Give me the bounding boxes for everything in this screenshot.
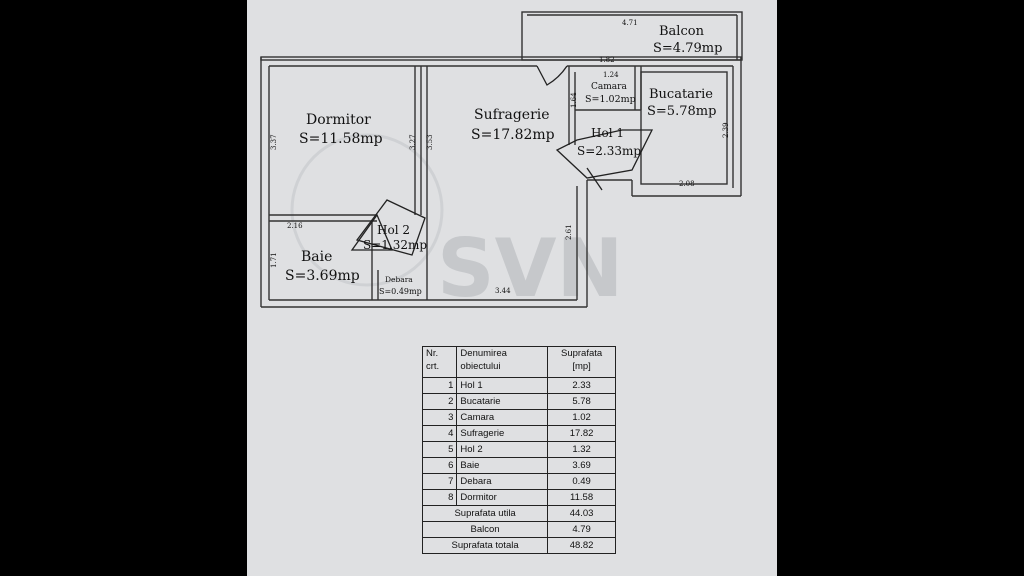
room-bucatarie-name: Bucatarie bbox=[649, 87, 713, 102]
room-debara-area: S=0.49mp bbox=[379, 287, 422, 296]
dim-sufragerie-left: 3.53 bbox=[426, 134, 434, 150]
row-name: Hol 2 bbox=[456, 441, 549, 458]
row-value: 1.02 bbox=[547, 409, 616, 426]
row-name: Baie bbox=[456, 457, 549, 474]
row-nr: 5 bbox=[421, 441, 458, 458]
total-value: 48.82 bbox=[547, 537, 616, 554]
watermark-circle bbox=[290, 133, 444, 287]
floor-plan-drawing: SVN bbox=[260, 11, 743, 315]
area-table: Nr. crt. Denumirea obiectului Suprafata … bbox=[421, 346, 616, 554]
row-name: Sufragerie bbox=[456, 425, 549, 442]
room-hol2-name: Hol 2 bbox=[377, 223, 410, 237]
row-value: 17.82 bbox=[547, 425, 616, 442]
row-nr: 8 bbox=[421, 489, 458, 506]
room-hol1-name: Hol 1 bbox=[591, 126, 624, 140]
row-nr: 7 bbox=[421, 473, 458, 490]
row-name: Hol 1 bbox=[456, 377, 549, 394]
total-name: Suprafata utila bbox=[421, 505, 549, 522]
room-balcon-area: S=4.79mp bbox=[653, 41, 722, 56]
row-name: Debara bbox=[456, 473, 549, 490]
row-name: Bucatarie bbox=[456, 393, 549, 410]
dim-camara-width: 1.82 bbox=[599, 56, 615, 64]
row-value: 5.78 bbox=[547, 393, 616, 410]
row-value: 0.49 bbox=[547, 473, 616, 490]
header-nr: Nr. crt. bbox=[421, 346, 458, 378]
room-camara-area: S=1.02mp bbox=[585, 94, 636, 105]
room-balcon-name: Balcon bbox=[659, 24, 705, 39]
row-value: 2.33 bbox=[547, 377, 616, 394]
row-value: 3.69 bbox=[547, 457, 616, 474]
total-value: 44.03 bbox=[547, 505, 616, 522]
dim-hol1-height: 1.64 bbox=[570, 92, 578, 108]
floor-plan-sheet: SVN bbox=[247, 0, 777, 576]
dim-bucatarie-width: 2.08 bbox=[679, 180, 695, 188]
room-camara-name: Camara bbox=[591, 82, 627, 92]
watermark-text: SVN bbox=[437, 222, 623, 315]
total-name: Balcon bbox=[421, 521, 549, 538]
row-nr: 3 bbox=[421, 409, 458, 426]
room-baie-name: Baie bbox=[301, 249, 332, 265]
dim-sufragerie-width: 3.44 bbox=[495, 287, 511, 295]
table-header-row: Nr. crt. Denumirea obiectului Suprafata … bbox=[421, 346, 616, 378]
row-value: 1.32 bbox=[547, 441, 616, 458]
row-nr: 1 bbox=[421, 377, 458, 394]
room-baie-area: S=3.69mp bbox=[285, 268, 360, 284]
room-hol2-area: S=1.32mp bbox=[363, 238, 427, 252]
room-hol1-area: S=2.33mp bbox=[577, 144, 641, 158]
row-value: 11.58 bbox=[547, 489, 616, 506]
row-nr: 6 bbox=[421, 457, 458, 474]
row-name: Dormitor bbox=[456, 489, 549, 506]
room-sufragerie-area: S=17.82mp bbox=[471, 127, 555, 143]
doors bbox=[350, 65, 654, 256]
dim-dormitor-height: 3.37 bbox=[270, 134, 278, 150]
header-area: Suprafata [mp] bbox=[547, 346, 616, 378]
dim-balcon-width: 4.71 bbox=[622, 19, 638, 27]
dim-baie-height: 1.71 bbox=[270, 252, 278, 268]
dim-dormitor-right: 3.27 bbox=[409, 134, 417, 150]
dim-hol-height: 2.61 bbox=[565, 224, 573, 240]
walls bbox=[260, 11, 743, 308]
row-name: Camara bbox=[456, 409, 549, 426]
room-debara-name: Debara bbox=[385, 275, 413, 284]
total-value: 4.79 bbox=[547, 521, 616, 538]
room-bucatarie-area: S=5.78mp bbox=[647, 104, 716, 119]
dim-bucatarie-height: 2.39 bbox=[722, 122, 730, 138]
row-nr: 4 bbox=[421, 425, 458, 442]
row-nr: 2 bbox=[421, 393, 458, 410]
room-dormitor-name: Dormitor bbox=[306, 112, 371, 128]
total-name: Suprafata totala bbox=[421, 537, 549, 554]
dim-camara-small: 1.24 bbox=[603, 71, 619, 79]
dim-baie-width: 2.16 bbox=[287, 222, 303, 230]
room-dormitor-area: S=11.58mp bbox=[299, 131, 383, 147]
room-sufragerie-name: Sufragerie bbox=[474, 107, 550, 123]
header-name: Denumirea obiectului bbox=[456, 346, 549, 378]
